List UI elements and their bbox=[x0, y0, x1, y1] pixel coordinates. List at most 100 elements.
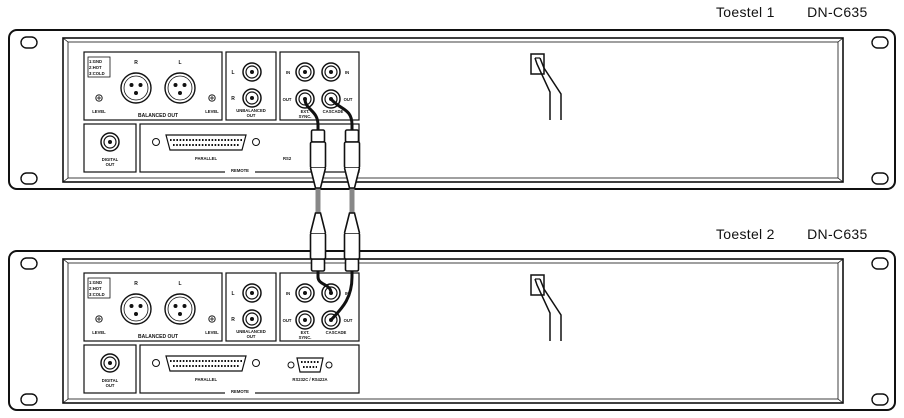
cable-b-top-lead bbox=[303, 98, 320, 126]
device-2-level-l-label: LEVEL bbox=[205, 330, 219, 335]
device-1-pinout-1: 1:GND bbox=[89, 59, 102, 64]
device-1-sync-out-label: OUT bbox=[283, 97, 292, 102]
cable-a-top-lead bbox=[329, 97, 354, 126]
device-2-unbalanced-r-jack[interactable] bbox=[242, 309, 262, 329]
device-1-cascade-in-label: IN bbox=[345, 70, 349, 75]
device-1-level-l-label: LEVEL bbox=[205, 109, 219, 114]
device-1-rack-hole-br bbox=[871, 172, 889, 185]
device-2-name: Toestel 2 bbox=[716, 226, 775, 242]
device-2-rack-hole-bl bbox=[20, 393, 38, 406]
device-1-sync-in-label: IN bbox=[286, 70, 290, 75]
device-2-rs232-connector[interactable] bbox=[287, 357, 333, 373]
cable-a-bottom-lead bbox=[329, 276, 354, 322]
device-2-parallel-label: PARALLEL bbox=[195, 377, 217, 382]
device-1-pinout-3: 3:COLD bbox=[89, 71, 105, 76]
device-2-ext-sync-in-jack[interactable] bbox=[295, 283, 315, 303]
device-1-xlr-l-label: L bbox=[178, 60, 181, 66]
device-1-pinout-box bbox=[87, 56, 111, 78]
device-2-level-l-knob[interactable] bbox=[208, 315, 216, 323]
device-2-pinout-1: 1:GND bbox=[89, 280, 102, 285]
device-2-parallel-connector[interactable] bbox=[152, 355, 260, 372]
device-1-unbalanced-l-jack[interactable] bbox=[242, 62, 262, 82]
cable-b-top-plug[interactable] bbox=[309, 122, 327, 190]
device-1-ext-sync-label-1: EXT. bbox=[301, 109, 310, 114]
device-1-rca-r-label: R bbox=[231, 96, 235, 102]
cable-b-bottom-plug[interactable] bbox=[309, 212, 327, 277]
device-1-remote-label: REMOTE bbox=[231, 168, 249, 173]
device-1-parallel-connector[interactable] bbox=[152, 134, 260, 151]
device-2-xlr-r-connector[interactable] bbox=[120, 293, 152, 325]
device-1-unbalanced-r-jack[interactable] bbox=[242, 88, 262, 108]
device-2-model: DN-C635 bbox=[807, 226, 868, 242]
device-2-unbalanced-label-2: OUT bbox=[247, 334, 256, 339]
device-1-unbalanced-label-1: UNBALANCED bbox=[236, 108, 266, 113]
device-2-rack-hole-tr bbox=[871, 257, 889, 270]
device-2-pinout-box bbox=[87, 277, 111, 299]
device-1-title: Toestel 1 DN-C635 bbox=[716, 4, 868, 20]
device-1-ext-sync-label-2: SYNC. bbox=[299, 114, 312, 119]
device-2-ext-sync-label-2: SYNC. bbox=[299, 335, 312, 340]
device-2-ext-sync-label-1: EXT. bbox=[301, 330, 310, 335]
device-1-balanced-out-label: BALANCED OUT bbox=[138, 113, 178, 119]
device-2-pinout-3: 3:COLD bbox=[89, 292, 105, 297]
device-2-digital-out-label-1: DIGITAL bbox=[102, 378, 119, 383]
device-1-xlr-r-connector[interactable] bbox=[120, 72, 152, 104]
device-2-rca-r-label: R bbox=[231, 317, 235, 323]
device-1-parallel-label: PARALLEL bbox=[195, 156, 217, 161]
device-2-cascade-in-label: IN bbox=[345, 291, 349, 296]
device-1-pinout-2: 2:HOT bbox=[89, 65, 102, 70]
device-1-digital-out-jack[interactable] bbox=[100, 132, 120, 152]
device-1-name: Toestel 1 bbox=[716, 4, 775, 20]
device-1-ext-sync-in-jack[interactable] bbox=[295, 62, 315, 82]
device-1-level-l-knob[interactable] bbox=[208, 94, 216, 102]
cable-a-top-plug[interactable] bbox=[343, 122, 361, 190]
device-2-level-r-knob[interactable] bbox=[95, 315, 103, 323]
cable-b-bottom-lead bbox=[316, 276, 333, 294]
device-1-cascade-out-label: OUT bbox=[344, 97, 353, 102]
device-2-pinout-2: 2:HOT bbox=[89, 286, 102, 291]
device-2-cascade-label: CASCADE bbox=[326, 330, 347, 335]
device-2-title: Toestel 2 DN-C635 bbox=[716, 226, 868, 242]
device-1-digital-out-label-2: OUT bbox=[106, 162, 115, 167]
device-2-rack-hole-br bbox=[871, 393, 889, 406]
device-1-rca-l-label: L bbox=[231, 70, 234, 76]
device-1-rack-panel: 1:GND 2:HOT 3:COLD R L LEVEL LEVEL BALAN… bbox=[8, 29, 896, 190]
device-1-model: DN-C635 bbox=[807, 4, 868, 20]
device-1-rack-hole-tr bbox=[871, 36, 889, 49]
device-2-ext-sync-out-jack[interactable] bbox=[295, 310, 315, 330]
device-2-xlr-l-connector[interactable] bbox=[164, 293, 196, 325]
device-2-unbalanced-l-jack[interactable] bbox=[242, 283, 262, 303]
device-1-rs232-label: RS2 bbox=[283, 156, 292, 161]
device-2-rca-l-label: L bbox=[231, 291, 234, 297]
device-1-level-r-knob[interactable] bbox=[95, 94, 103, 102]
device-2-digital-out-jack[interactable] bbox=[100, 353, 120, 373]
device-2-rack-hole-tl bbox=[20, 257, 38, 270]
device-2-power-cord bbox=[530, 274, 562, 341]
device-2-xlr-l-label: L bbox=[178, 281, 181, 287]
device-1-xlr-r-label: R bbox=[134, 60, 138, 66]
device-2-sync-out-label: OUT bbox=[283, 318, 292, 323]
device-2-cascade-out-label: OUT bbox=[344, 318, 353, 323]
device-2-sync-in-label: IN bbox=[286, 291, 290, 296]
device-1-rack-hole-tl bbox=[20, 36, 38, 49]
device-2-xlr-r-label: R bbox=[134, 281, 138, 287]
device-1-level-r-label: LEVEL bbox=[92, 109, 106, 114]
device-2-remote-label: REMOTE bbox=[231, 389, 249, 394]
device-2-rack-panel: 1:GND 2:HOT 3:COLD R L LEVEL LEVEL BALAN… bbox=[8, 250, 896, 411]
device-1-digital-out-label-1: DIGITAL bbox=[102, 157, 119, 162]
device-1-xlr-l-connector[interactable] bbox=[164, 72, 196, 104]
cable-a-bottom-plug[interactable] bbox=[343, 212, 361, 277]
cascade-cables bbox=[303, 97, 361, 322]
device-1-power-cord bbox=[530, 53, 562, 120]
device-2-level-r-label: LEVEL bbox=[92, 330, 106, 335]
device-2-balanced-out-label: BALANCED OUT bbox=[138, 334, 178, 340]
device-1-cascade-in-jack[interactable] bbox=[321, 62, 341, 82]
device-1-cascade-label: CASCADE bbox=[323, 109, 344, 114]
device-2-unbalanced-label-1: UNBALANCED bbox=[236, 329, 266, 334]
device-1-rack-hole-bl bbox=[20, 172, 38, 185]
device-2-digital-out-label-2: OUT bbox=[106, 383, 115, 388]
device-2-connector-panel: 1:GND 2:HOT 3:COLD R L LEVEL LEVEL BALAN… bbox=[83, 272, 360, 394]
device-2-rs232-label: RS232C / RS422A bbox=[292, 377, 327, 382]
device-1-unbalanced-label-2: OUT bbox=[247, 113, 256, 118]
